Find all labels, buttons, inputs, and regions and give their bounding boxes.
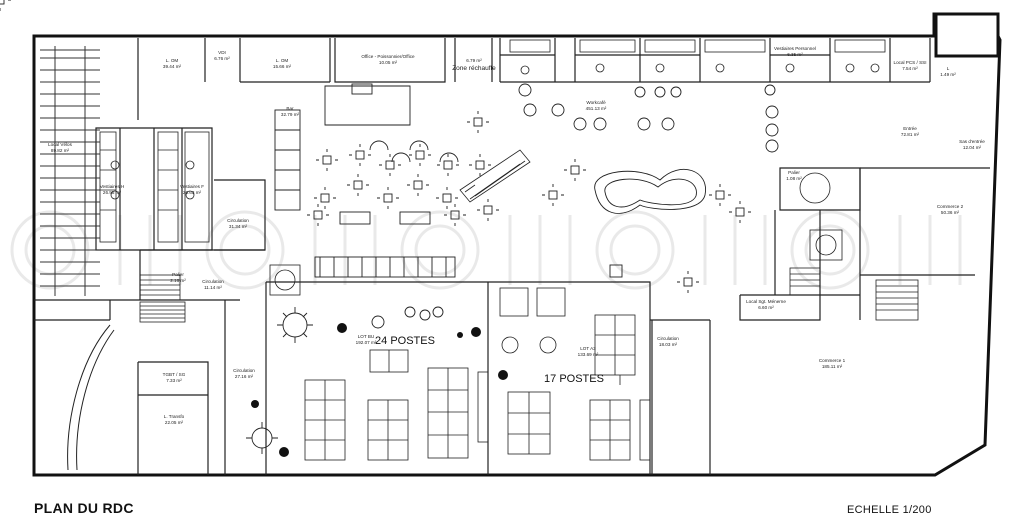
svg-text:L. OM: L. OM xyxy=(166,58,179,63)
postes-17-label: 17 POSTES xyxy=(544,373,604,385)
svg-text:L: L xyxy=(947,66,950,71)
svg-text:L. OM: L. OM xyxy=(276,58,289,63)
svg-text:39.44 m²: 39.44 m² xyxy=(163,64,182,69)
svg-text:15.66 m²: 15.66 m² xyxy=(273,64,292,69)
svg-text:451.13 m²: 451.13 m² xyxy=(586,106,607,111)
svg-text:L. Transfo: L. Transfo xyxy=(164,414,185,419)
svg-text:27.16 m²: 27.16 m² xyxy=(235,374,254,379)
svg-text:6.76 m²: 6.76 m² xyxy=(214,56,230,61)
svg-text:11.14 m²: 11.14 m² xyxy=(204,285,222,290)
svg-text:Palier: Palier xyxy=(788,170,800,175)
svg-text:32.79 m²: 32.79 m² xyxy=(281,112,300,117)
staircases xyxy=(139,149,919,323)
plants xyxy=(251,323,508,457)
zone-labels: 24 POSTES 17 POSTES xyxy=(375,335,604,385)
svg-text:2.16 m²: 2.16 m² xyxy=(170,278,186,283)
plan-title: PLAN DU RDC xyxy=(34,500,134,516)
svg-text:Local PCS / SSI: Local PCS / SSI xyxy=(894,60,927,65)
svg-text:6.79 m²: 6.79 m² xyxy=(466,58,482,63)
workstations-lot-a3 xyxy=(499,287,651,461)
svg-text:Local Sgt. Ménerne: Local Sgt. Ménerne xyxy=(746,299,786,304)
svg-text:Sas d'entrée: Sas d'entrée xyxy=(959,139,985,144)
svg-text:Circulation: Circulation xyxy=(227,218,249,223)
svg-text:50.36 m²: 50.36 m² xyxy=(941,210,960,215)
svg-text:Office - Poissonnier/Office: Office - Poissonnier/Office xyxy=(361,54,415,59)
svg-text:Circulation: Circulation xyxy=(233,368,255,373)
svg-text:72.81 m²: 72.81 m² xyxy=(901,132,920,137)
svg-text:LOT BU: LOT BU xyxy=(358,334,375,339)
ramp xyxy=(67,324,115,471)
svg-text:Circulation: Circulation xyxy=(202,279,224,284)
svg-text:6.35 m²: 6.35 m² xyxy=(787,52,803,57)
postes-24-label: 24 POSTES xyxy=(375,335,435,347)
svg-text:185.11 m²: 185.11 m² xyxy=(822,364,843,369)
svg-text:26.95 m²: 26.95 m² xyxy=(103,190,122,195)
svg-text:Palier: Palier xyxy=(172,272,184,277)
svg-text:VDI: VDI xyxy=(218,50,226,55)
svg-text:Workcafé: Workcafé xyxy=(586,100,606,105)
svg-text:26.63 m²: 26.63 m² xyxy=(183,190,202,195)
svg-text:6.60 m²: 6.60 m² xyxy=(758,305,774,310)
inner-walls xyxy=(34,38,990,475)
svg-text:7.54 m²: 7.54 m² xyxy=(902,66,918,71)
svg-text:Circulation: Circulation xyxy=(657,336,679,341)
svg-text:12.04 m²: 12.04 m² xyxy=(963,145,982,150)
svg-text:Vestiaires H: Vestiaires H xyxy=(100,184,125,189)
workcafe-furniture xyxy=(274,83,779,278)
svg-text:1.49 m²: 1.49 m² xyxy=(940,72,956,77)
top-right-block xyxy=(934,12,1000,58)
workstations-lot-bu xyxy=(304,349,489,461)
svg-text:Vestiaires Personnel: Vestiaires Personnel xyxy=(774,46,816,51)
dining-tables xyxy=(0,0,752,294)
svg-text:1.08 m²: 1.08 m² xyxy=(786,176,802,181)
svg-text:10.05 m²: 10.05 m² xyxy=(379,60,398,65)
svg-text:LOT A3: LOT A3 xyxy=(580,346,596,351)
svg-text:Commerce 2: Commerce 2 xyxy=(937,204,964,209)
svg-text:18.03 m²: 18.03 m² xyxy=(659,342,678,347)
room-name: Local Vélos xyxy=(48,142,72,147)
svg-text:Zone réchauffe: Zone réchauffe xyxy=(452,65,496,72)
svg-text:Commerce 1: Commerce 1 xyxy=(819,358,846,363)
bike-racks xyxy=(40,46,100,296)
svg-text:7.33 m²: 7.33 m² xyxy=(166,378,182,383)
svg-text:31.34 m²: 31.34 m² xyxy=(229,224,248,229)
svg-text:133.69 m²: 133.69 m² xyxy=(578,352,599,357)
svg-text:192.07 m²: 192.07 m² xyxy=(356,340,377,345)
svg-text:Entrée: Entrée xyxy=(903,126,917,131)
sanitary-fixtures xyxy=(99,39,886,243)
svg-text:TGBT / SG: TGBT / SG xyxy=(163,372,186,377)
svg-text:22.05 m²: 22.05 m² xyxy=(165,420,184,425)
room-labels: Local Vélos 89.82 m² L. OM 39.44 m² VDI … xyxy=(48,46,985,425)
room-area: 89.82 m² xyxy=(51,148,70,153)
svg-text:Vestiaires F: Vestiaires F xyxy=(180,184,204,189)
scale-label: ECHELLE 1/200 xyxy=(847,504,932,516)
svg-text:Bar: Bar xyxy=(286,106,294,111)
meeting-tables xyxy=(246,306,444,454)
